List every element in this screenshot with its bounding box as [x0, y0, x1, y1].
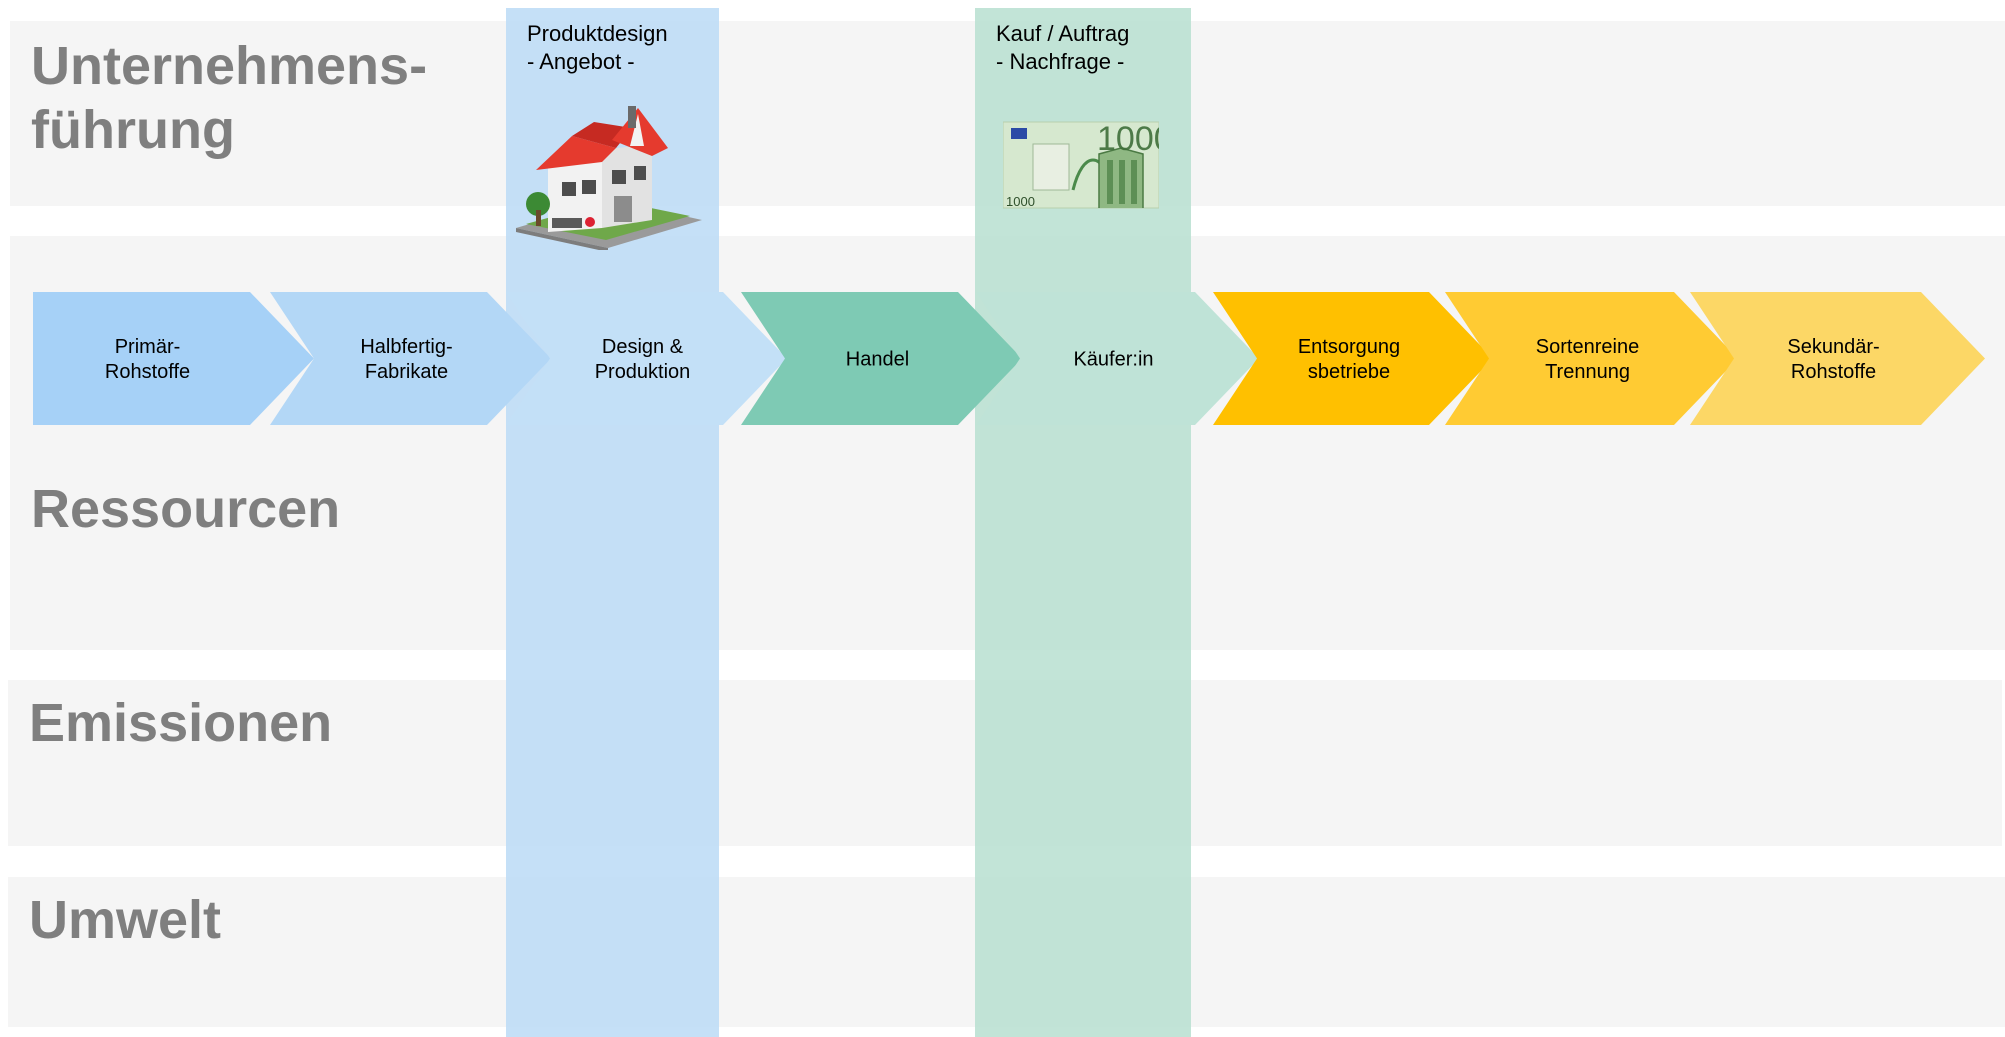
chain-step-label: Design &Produktion	[595, 336, 691, 383]
chain-step-2	[270, 292, 551, 425]
chain-step-4	[741, 292, 1022, 425]
chain-step-label: Käufer:in	[1073, 349, 1153, 371]
euro-banknote-icon: 1000 1000	[1003, 120, 1159, 209]
banknote-value-large: 1000	[1097, 120, 1159, 158]
chain-step-label: Sekundär-Rohstoffe	[1787, 336, 1879, 383]
band-title-management: Unternehmens- führung	[31, 36, 428, 160]
chain-step-6	[1213, 292, 1493, 425]
chain-step-7	[1445, 292, 1738, 425]
band-title-emissions: Emissionen	[29, 693, 333, 753]
chain-step-3	[506, 292, 787, 425]
column-title-design: Produktdesign - Angebot -	[527, 21, 668, 74]
band-title-environment: Umwelt	[29, 890, 222, 950]
lego-house-icon	[516, 106, 702, 250]
chain-step-8	[1690, 292, 1985, 425]
chain-step-5	[976, 292, 1259, 425]
band-title-resources: Ressourcen	[31, 479, 341, 539]
chain-step-label: Halbfertig-Fabrikate	[360, 336, 452, 383]
chain-step-label: Handel	[846, 349, 909, 371]
chain-step-1	[33, 292, 314, 425]
column-title-purchase: Kauf / Auftrag - Nachfrage -	[996, 21, 1130, 74]
chain-step-label: Primär-Rohstoffe	[105, 336, 190, 383]
banknote-value-small: 1000	[1006, 194, 1035, 209]
